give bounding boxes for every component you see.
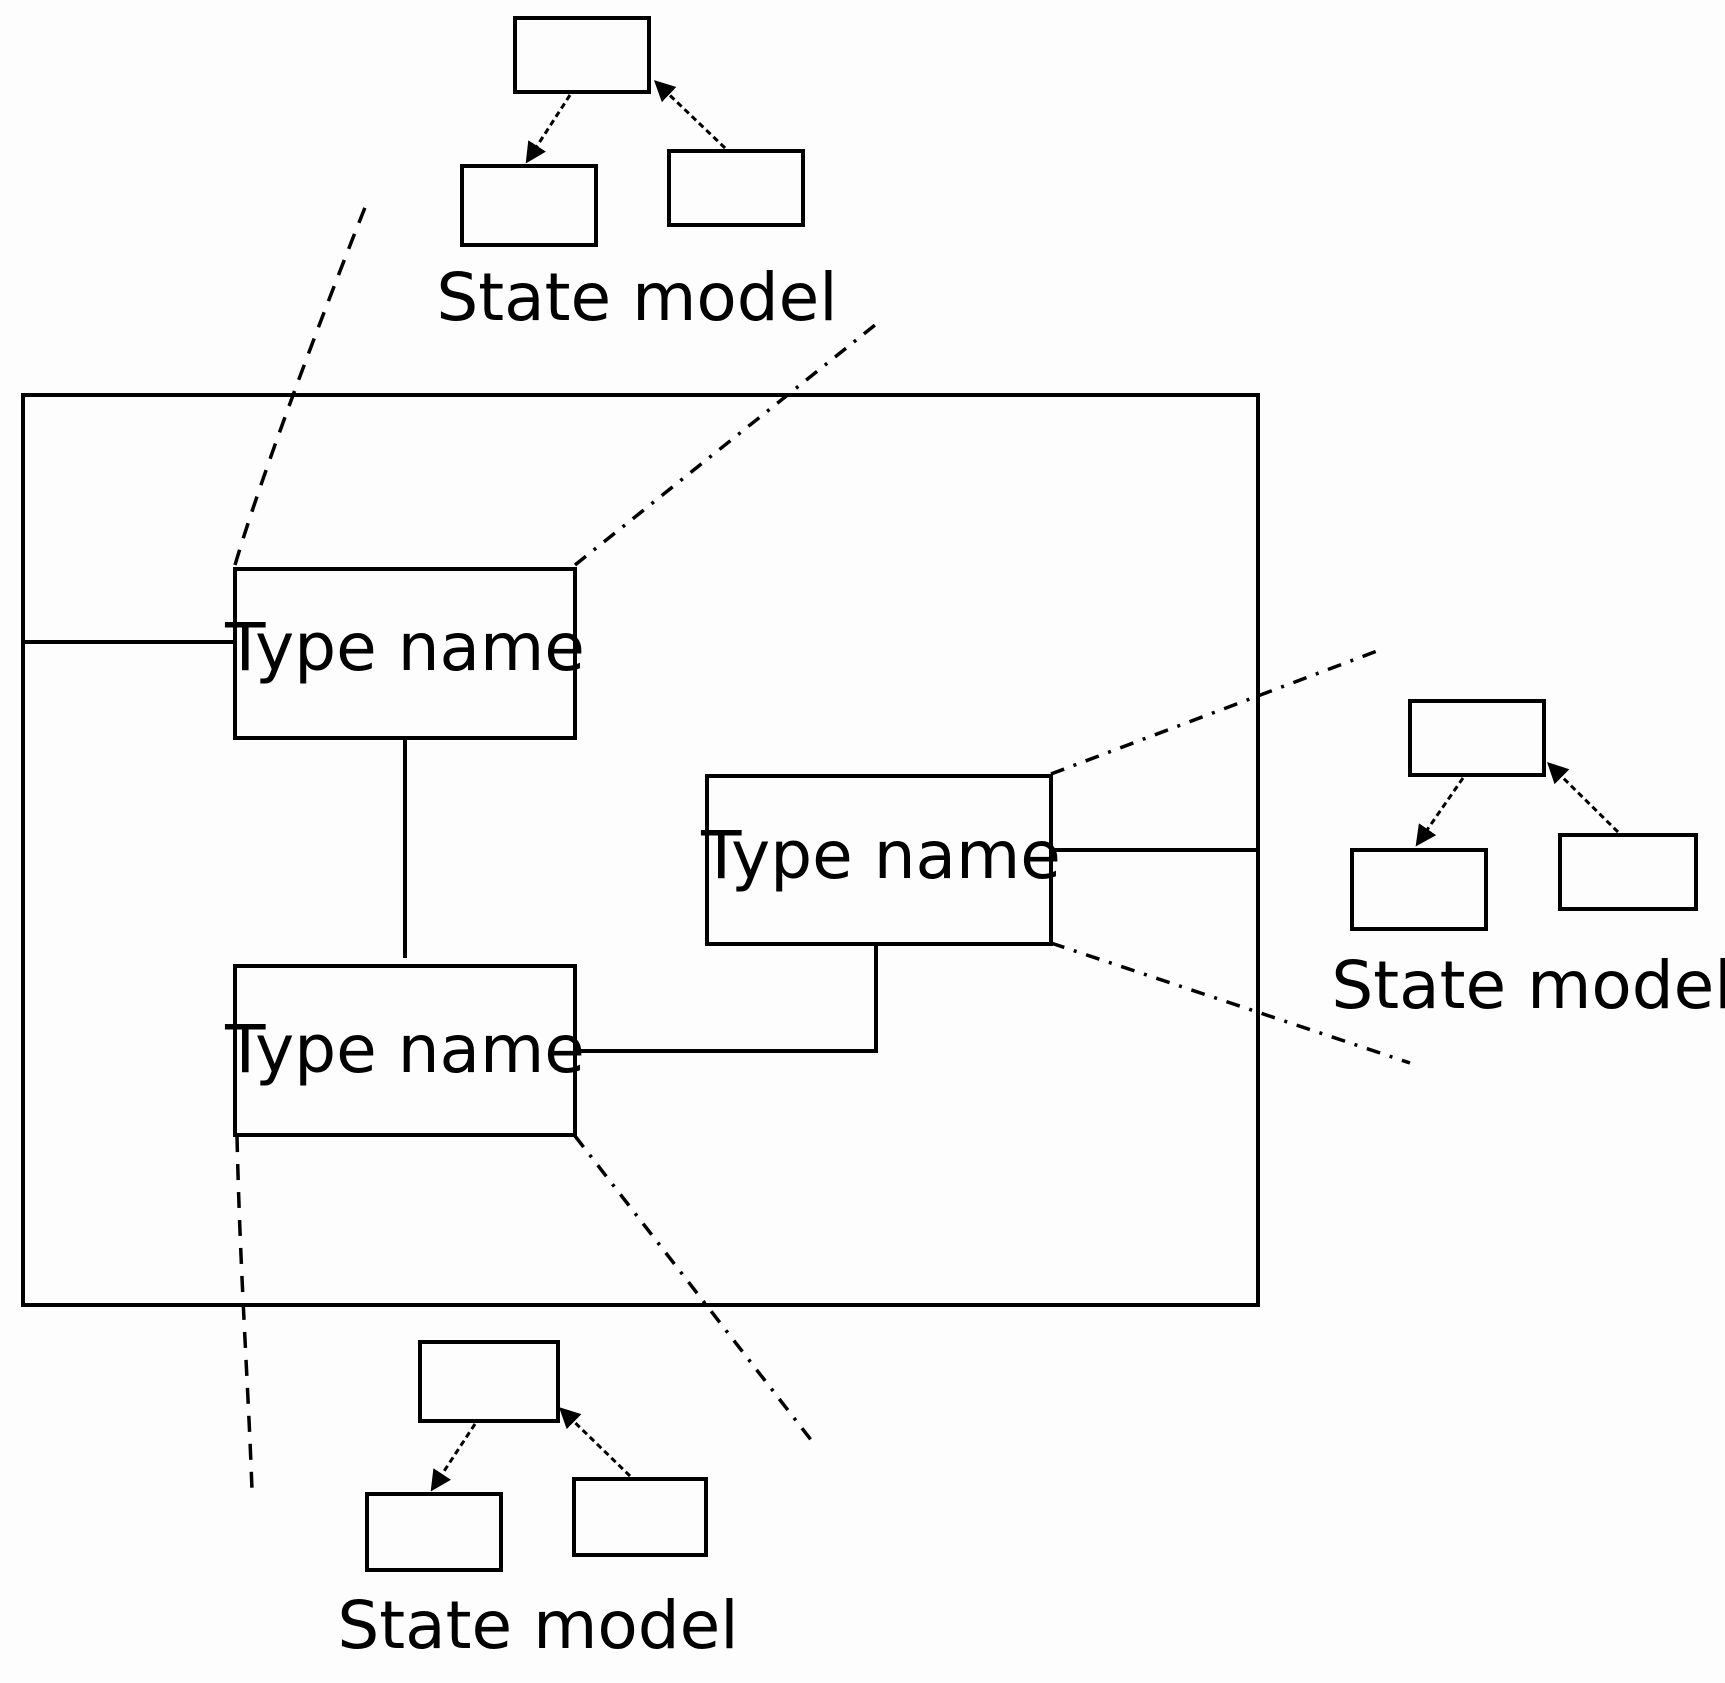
type-box-3: Type name: [700, 774, 1061, 946]
transition-arrow: [525, 94, 572, 164]
projection-top-left: [233, 199, 370, 566]
transition-arrow: [558, 1407, 632, 1478]
wire-type-2-to-type-3: [575, 945, 878, 1053]
state-model-top-caption: State model: [436, 259, 837, 336]
state-box: [365, 1492, 503, 1572]
projection-right-lower: [1050, 941, 1411, 1065]
association-lines: [23, 640, 1258, 1053]
type-box-2-label: Type name: [224, 1011, 585, 1088]
type-box-2: Type name: [224, 964, 585, 1137]
type-box-1: Type name: [224, 567, 585, 740]
state-model-right-caption: State model: [1331, 947, 1725, 1024]
state-box: [572, 1477, 708, 1557]
transition-arrow: [430, 1423, 477, 1492]
state-box: [460, 164, 598, 247]
state-box: [1558, 833, 1698, 911]
state-box: [1408, 699, 1546, 777]
projection-right-upper: [1050, 646, 1386, 776]
state-box: [1350, 848, 1488, 931]
type-box-1-label: Type name: [224, 609, 585, 686]
state-box: [667, 149, 805, 227]
state-model-bottom-caption: State model: [337, 1587, 738, 1664]
projection-bottom-right: [573, 1134, 817, 1447]
transition-arrow: [653, 80, 727, 150]
state-model-bottom: State model: [337, 1340, 739, 1664]
transition-arrow: [1547, 762, 1620, 834]
state-box: [513, 16, 651, 94]
type-box-3-label: Type name: [700, 817, 1061, 894]
state-box: [418, 1340, 560, 1423]
transition-arrow: [1415, 777, 1465, 847]
state-model-right: State model: [1331, 699, 1725, 1024]
projection-bottom-left: [235, 1135, 254, 1491]
state-model-top: State model: [436, 16, 838, 336]
projection-lines: [233, 199, 1411, 1491]
projection-top-right: [573, 323, 877, 567]
